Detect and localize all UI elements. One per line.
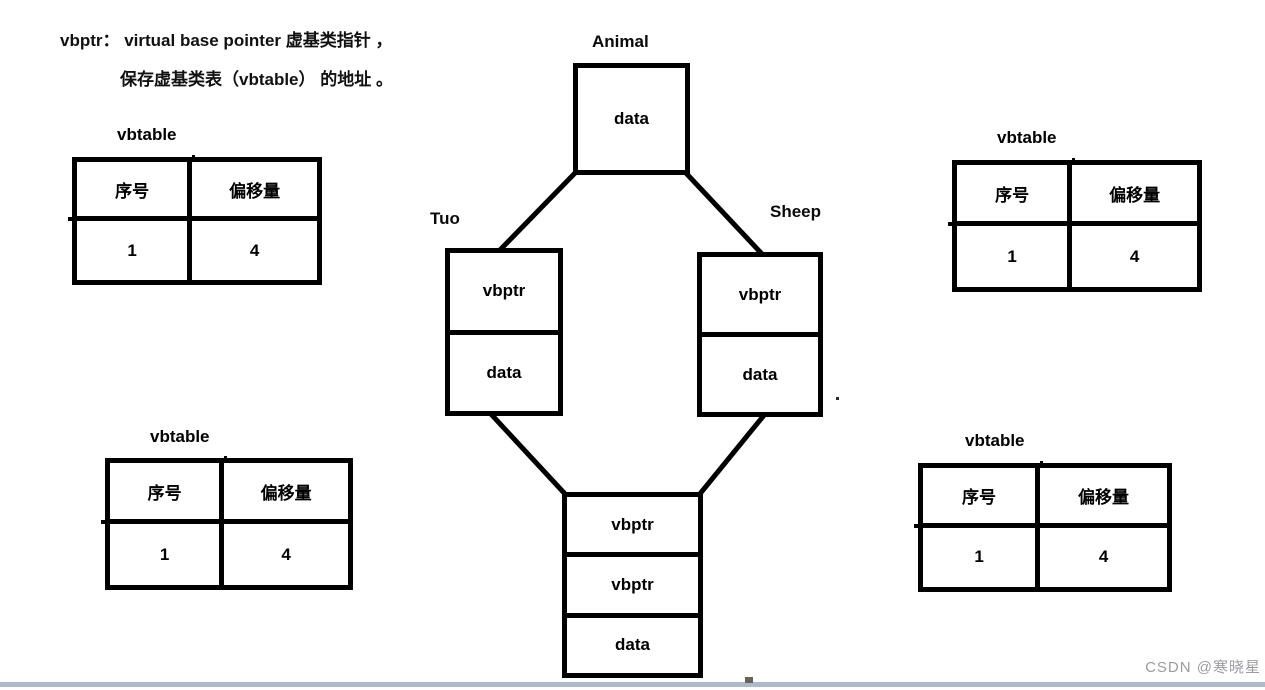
scrollbar-notch[interactable] bbox=[745, 677, 753, 683]
vbtable-header-offset: 偏移量 bbox=[192, 162, 317, 221]
tuo-data-cell: data bbox=[486, 362, 522, 382]
derived-data-cell: data bbox=[615, 635, 650, 655]
vbtable-bottomright: 序号 偏移量 1 4 bbox=[914, 461, 1172, 592]
line-animal-to-tuo bbox=[496, 170, 578, 254]
vbtable-title-topright: vbtable bbox=[997, 128, 1057, 147]
vbtable-value-offset: 4 bbox=[281, 544, 291, 564]
table-overshoot-mark bbox=[192, 155, 196, 162]
vbptr-annotation: vbptr： virtual base pointer 虚基类指针 ， 保存虚基… bbox=[60, 21, 393, 99]
vbtable-header-offset: 偏移量 bbox=[1072, 165, 1197, 226]
vbtable-title-bottomright: vbtable bbox=[965, 431, 1025, 450]
table-overshoot-mark bbox=[224, 456, 228, 463]
sheep-vbptr-cell: vbptr bbox=[702, 257, 818, 337]
vbtable-header-seq: 序号 bbox=[957, 165, 1073, 226]
vbtable-header-offset: 偏移量 bbox=[1040, 468, 1167, 528]
derived-vbptr1-cell: vbptr bbox=[567, 497, 698, 558]
vbtable-value-offset: 4 bbox=[249, 240, 260, 260]
table-overshoot-mark bbox=[101, 520, 110, 524]
derived-vbptr2-cell: vbptr bbox=[567, 557, 698, 618]
annotation-line-2: 保存虚基类表（vbtable） 的地址 。 bbox=[120, 70, 393, 89]
table-overshoot-mark bbox=[914, 523, 923, 528]
sheep-data-cell: data bbox=[742, 364, 778, 384]
vbtable-title-bottomleft: vbtable bbox=[150, 427, 210, 446]
horizontal-scrollbar[interactable] bbox=[0, 682, 1265, 687]
csdn-watermark: CSDN @寒晓星 bbox=[1145, 659, 1261, 676]
sheep-memory-box: vbptr data bbox=[697, 252, 823, 417]
annotation-line-1: vbptr： virtual base pointer 虚基类指针 ， bbox=[60, 31, 393, 50]
animal-data-cell: data bbox=[614, 109, 649, 128]
tuo-memory-box: vbptr data bbox=[445, 248, 563, 416]
derived-memory-box: vbptr vbptr data bbox=[562, 492, 703, 678]
line-animal-to-sheep bbox=[683, 170, 764, 256]
vbtable-header-seq: 序号 bbox=[923, 468, 1041, 528]
animal-memory-box: data bbox=[573, 63, 690, 175]
stray-dot bbox=[836, 397, 839, 400]
vbtable-topright: 序号 偏移量 1 4 bbox=[948, 158, 1202, 292]
vbtable-value-offset: 4 bbox=[1129, 246, 1140, 266]
table-overshoot-mark bbox=[68, 217, 77, 221]
tuo-class-label: Tuo bbox=[430, 209, 460, 228]
vbtable-bottomleft: 序号 偏移量 1 4 bbox=[101, 456, 353, 590]
table-overshoot-mark bbox=[1040, 461, 1044, 468]
vbtable-value-seq: 1 bbox=[77, 221, 193, 280]
vbtable-header-offset: 偏移量 bbox=[224, 463, 348, 524]
vbtable-header-seq: 序号 bbox=[77, 162, 193, 221]
line-sheep-to-derived bbox=[697, 412, 767, 497]
tuo-vbptr-cell: vbptr bbox=[450, 253, 558, 335]
vbtable-header-seq: 序号 bbox=[110, 463, 225, 524]
vbtable-value-seq: 1 bbox=[110, 524, 225, 585]
table-overshoot-mark bbox=[948, 222, 957, 226]
line-tuo-to-derived bbox=[488, 411, 568, 497]
vbtable-value-seq: 1 bbox=[957, 226, 1073, 287]
vbtable-title-topleft: vbtable bbox=[117, 125, 177, 144]
vbtable-value-seq: 1 bbox=[923, 527, 1041, 587]
animal-class-label: Animal bbox=[592, 32, 649, 51]
table-overshoot-mark bbox=[1072, 158, 1076, 165]
vbtable-value-offset: 4 bbox=[1098, 547, 1109, 567]
sheep-class-label: Sheep bbox=[770, 202, 822, 221]
vbtable-topleft: 序号 偏移量 1 4 bbox=[68, 155, 322, 285]
